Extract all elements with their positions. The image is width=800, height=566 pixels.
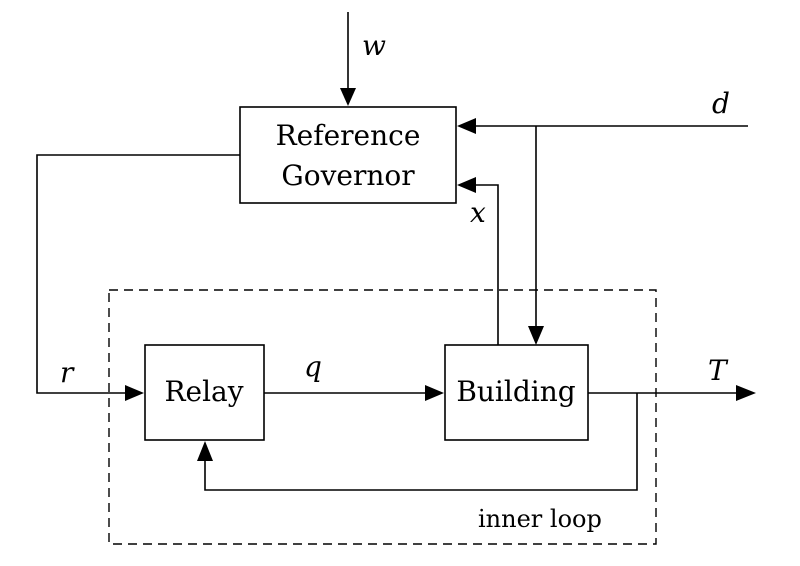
signal-w-arrow: [340, 12, 356, 106]
signal-T-label: T: [708, 354, 729, 387]
signal-w-label: w: [362, 29, 386, 62]
building-block: Building: [444, 344, 589, 441]
reference-governor-label-line2: Governor: [281, 159, 415, 192]
reference-governor-block: Reference Governor: [239, 106, 457, 204]
signal-T-arrow: [588, 385, 756, 401]
signal-r-arrow: [36, 154, 240, 401]
signal-r-label: r: [60, 356, 75, 389]
inner-feedback-arrow: [197, 393, 638, 491]
signal-q-label: q: [304, 350, 322, 383]
signal-q-arrow: [264, 385, 444, 401]
relay-label: Relay: [164, 375, 243, 408]
signal-d-arrow: [457, 118, 748, 345]
inner-loop-label: inner loop: [478, 505, 602, 533]
inner-loop-region: [108, 289, 657, 545]
relay-block: Relay: [144, 344, 265, 441]
signal-d-label: d: [712, 87, 730, 120]
reference-governor-label-line1: Reference: [276, 119, 421, 152]
signal-x-label: x: [470, 196, 486, 229]
signal-x-arrow: [457, 177, 499, 345]
building-label: Building: [456, 375, 575, 408]
